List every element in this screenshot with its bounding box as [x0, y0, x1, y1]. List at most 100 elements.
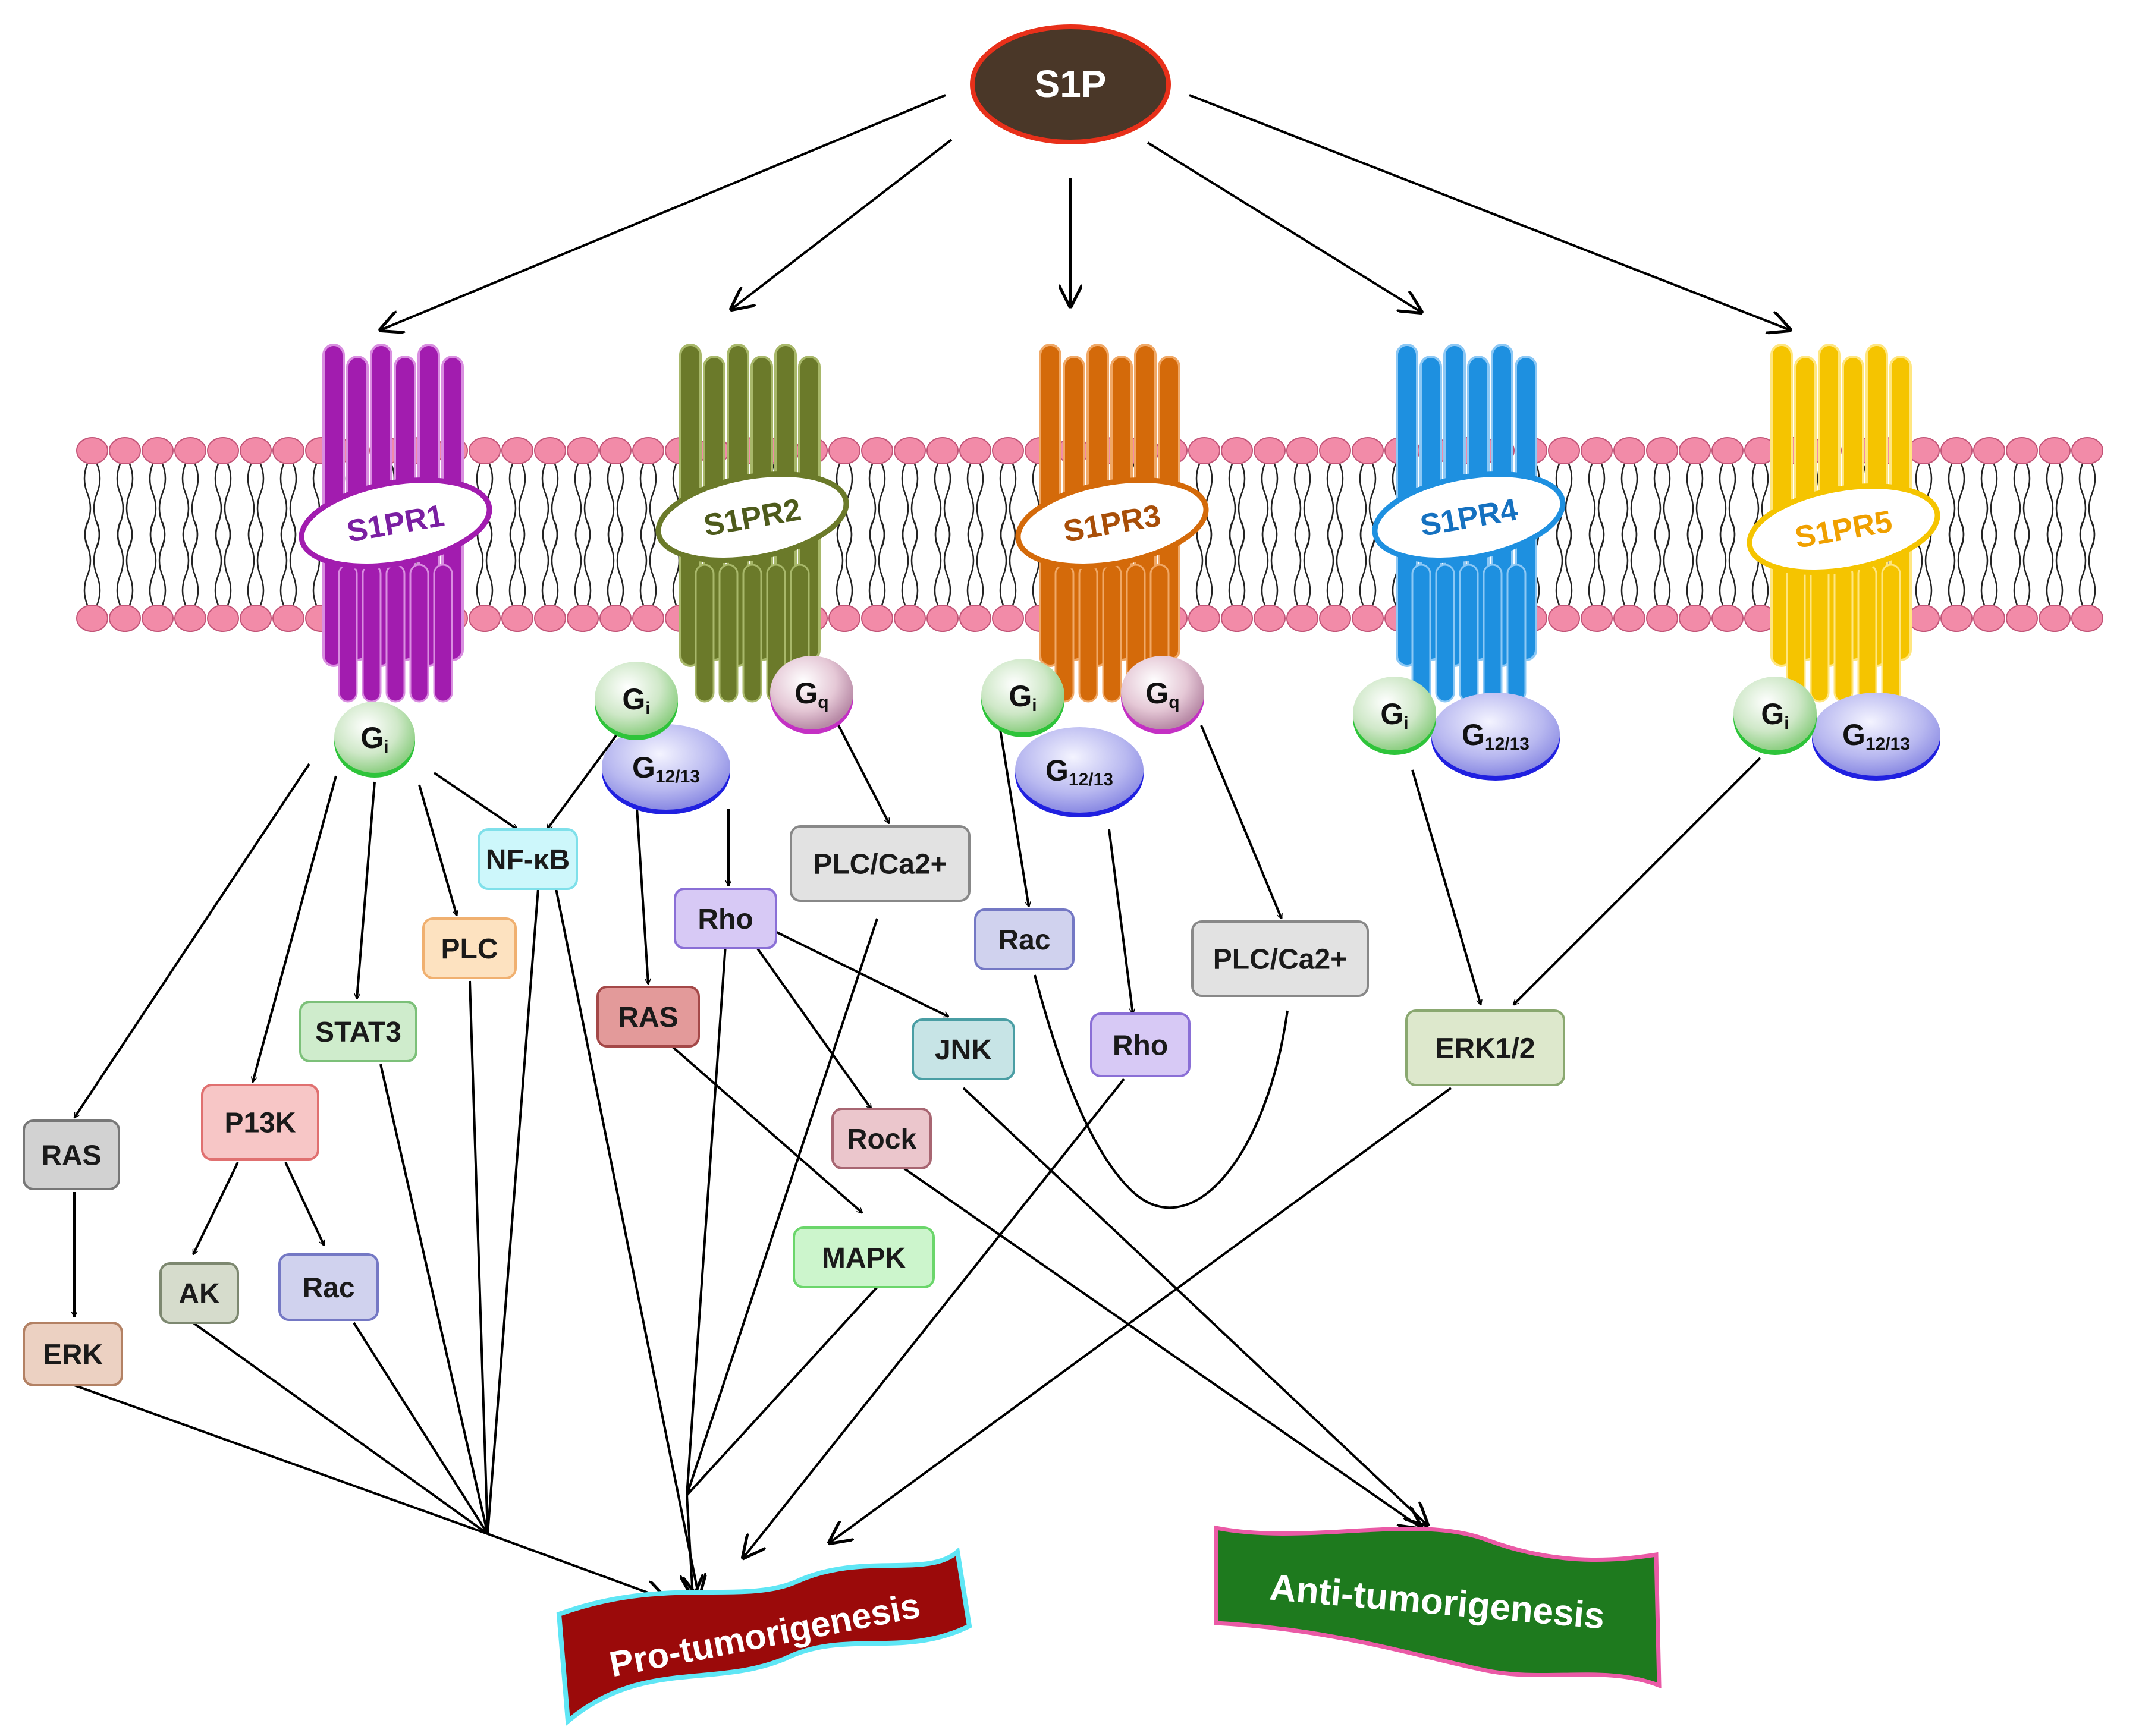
effector-rac-left: Rac: [278, 1253, 379, 1321]
lipid-tail: [1205, 521, 1213, 606]
receptor-ellipse: [299, 477, 492, 570]
lipid-tail: [607, 521, 615, 606]
lipid-head: [1679, 437, 1711, 464]
lipid-head: [599, 437, 632, 464]
effector-label: P13K: [224, 1108, 296, 1139]
lipid-tail: [1326, 521, 1334, 606]
g-protein-body: [595, 662, 678, 735]
effector-box: [23, 1119, 120, 1190]
helix: [742, 564, 762, 703]
arrow-rho-jnk: [772, 929, 948, 1018]
lipid-tail: [649, 521, 657, 606]
lipid-tail: [574, 521, 582, 606]
lipid-tail: [83, 521, 92, 606]
effector-box: [1405, 1009, 1565, 1086]
lipid-head: [1188, 605, 1220, 632]
lipid-tail: [1565, 521, 1573, 606]
arrow-gi1-plc: [418, 784, 457, 916]
lipid-tail: [191, 521, 199, 606]
lipid-tail: [878, 521, 886, 606]
lipid-tail: [508, 521, 517, 606]
helix: [718, 564, 739, 703]
lipid-head: [469, 437, 501, 464]
lipid-head: [469, 605, 501, 632]
lipid-tail: [639, 521, 648, 606]
effector-box: [793, 1226, 935, 1288]
g-protein-gi: Gi: [595, 662, 678, 740]
lipid-tail: [1719, 521, 1727, 606]
arrow-gi5-erk12: [1513, 757, 1761, 1005]
lipid-head: [1973, 437, 2005, 464]
arrow-stat3-pro: [379, 1064, 489, 1534]
helix: [1411, 564, 1431, 703]
lipid-head: [207, 605, 239, 632]
lipid-head: [240, 605, 272, 632]
effector-plc-ca-r3: PLC/Ca2+: [1191, 920, 1369, 997]
helix: [1857, 564, 1877, 703]
lipid-tail: [583, 521, 592, 606]
lipid-tail: [1620, 521, 1629, 606]
effector-plc-ca-r2: PLC/Ca2+: [790, 825, 971, 902]
arrow-nfkb-pro-direct: [555, 888, 699, 1596]
receptor-ellipse: [1747, 483, 1940, 575]
effector-label: Rac: [302, 1272, 354, 1304]
lipid-tail: [541, 521, 549, 606]
helix: [1506, 564, 1527, 703]
receptor-s1pr1: S1PR1: [299, 344, 492, 703]
lipid-head: [1581, 437, 1613, 464]
lipid-head: [1221, 605, 1253, 632]
helix: [338, 564, 358, 703]
helix: [385, 564, 406, 703]
lipid-tail: [1728, 521, 1736, 606]
receptor-s1pr2: S1PR2: [655, 344, 849, 703]
lipid-tail: [224, 521, 232, 606]
lipid-tail: [256, 521, 265, 606]
lipid-tail: [976, 521, 984, 606]
effector-box: [299, 1001, 417, 1062]
lipid-tail: [1195, 521, 1204, 606]
s1p-ellipse: [970, 24, 1171, 144]
g-protein-body: [1353, 677, 1436, 750]
lipid-tail: [125, 521, 134, 606]
lipid-head: [632, 437, 664, 464]
helix: [1833, 564, 1854, 703]
lipid-tail: [518, 521, 526, 606]
lipid-head: [1286, 605, 1318, 632]
lipid-tail: [1980, 521, 1989, 606]
arrow-gi1-p13k: [253, 775, 337, 1082]
arrow-nfkb-pro: [486, 888, 539, 1534]
lipid-tail: [1009, 521, 1017, 606]
g-protein-gi: Gi: [1733, 677, 1817, 755]
pro-banner-shape: [556, 1547, 972, 1726]
effector-rho-r3: Rho: [1090, 1012, 1191, 1077]
lipid-tail: [2055, 521, 2064, 606]
effector-box: [912, 1018, 1015, 1080]
effector-label: Rock: [847, 1124, 917, 1155]
helix: [1078, 564, 1098, 703]
receptor-ellipse: [655, 471, 849, 564]
lipid-tail: [2013, 521, 2021, 606]
g-protein-gi: Gi: [334, 702, 415, 778]
lipid-head: [207, 437, 239, 464]
arrow-ras-mapk: [671, 1045, 862, 1213]
effector-stat3: STAT3: [299, 1001, 417, 1062]
g-protein-label: G12/13: [1462, 718, 1529, 754]
anti-banner-shape: [1214, 1525, 1662, 1689]
arrow-node2-pro: [687, 1495, 693, 1596]
s1p-label: S1P: [1035, 62, 1107, 105]
effector-box: [790, 825, 971, 902]
lipid-tail: [149, 521, 157, 606]
helix: [433, 564, 453, 703]
effector-box: [596, 986, 700, 1048]
lipid-tail: [1990, 521, 1998, 606]
lipid-tail: [93, 521, 101, 606]
lipid-head: [599, 605, 632, 632]
lipid-head: [174, 437, 206, 464]
effector-label: PLC/Ca2+: [1213, 944, 1347, 976]
anti-tumorigenesis-banner: Anti-tumorigenesis: [1214, 1525, 1662, 1689]
lipid-tail: [181, 521, 190, 606]
